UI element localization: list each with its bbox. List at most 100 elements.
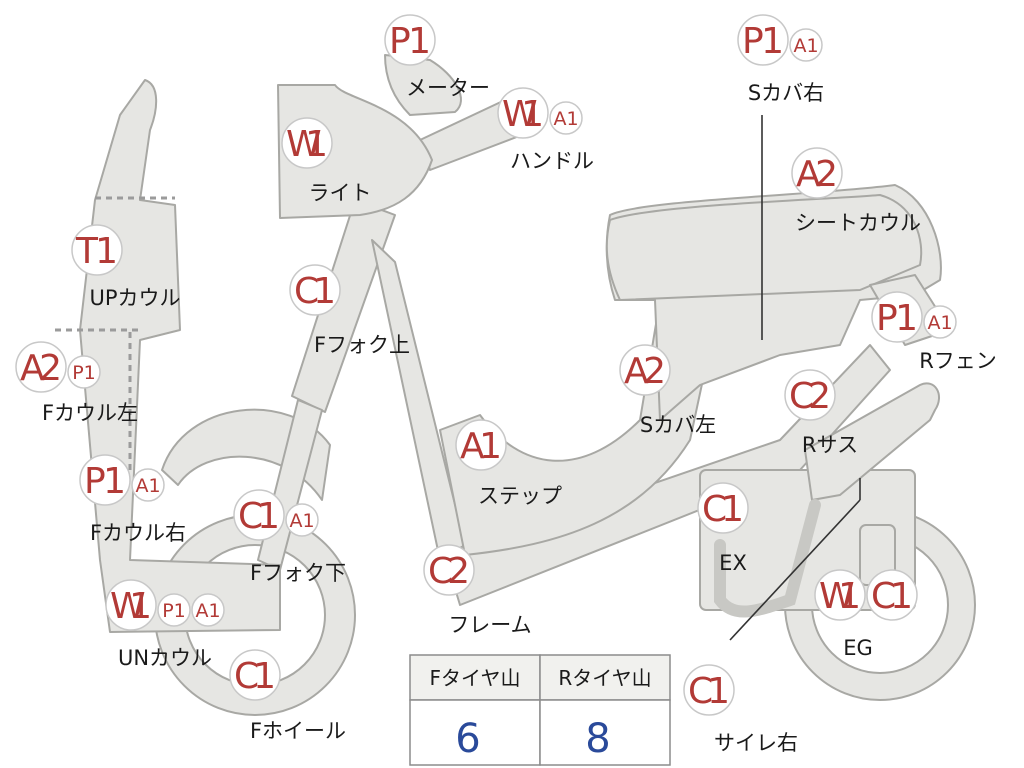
damage-code-p1: P1	[742, 21, 784, 62]
damage-code-a2: A2	[796, 154, 838, 195]
damage-code-c1: C1	[238, 496, 280, 537]
damage-code-a1: A1	[195, 600, 220, 622]
damage-code-a1: A1	[289, 510, 314, 532]
damage-code-w1: W1	[286, 124, 328, 165]
code-bubble	[67, 355, 101, 389]
code-bubble	[683, 664, 735, 716]
part-label-f-cowl-left: Fカウル左	[42, 401, 138, 425]
exhaust-pipe	[714, 499, 821, 618]
f-tire-value: 6	[455, 716, 480, 762]
code-bubble	[79, 454, 131, 506]
code-bubble	[281, 117, 333, 169]
part-label-s-cover-right: Sカバ右	[748, 81, 824, 105]
damage-code-a2: A2	[20, 348, 62, 389]
damage-code-a1: A1	[460, 426, 502, 467]
part-label-f-fork-lower: Fフォク下	[250, 561, 346, 585]
damage-code-c1: C1	[702, 489, 744, 530]
damage-code-w1: W1	[110, 586, 152, 627]
frame-lower-rail	[444, 344, 891, 606]
leader-lines	[729, 115, 861, 641]
code-bubble	[737, 14, 789, 66]
damage-code-a2: A2	[624, 351, 666, 392]
callout-silencer-right: C1 サイレ右	[683, 664, 798, 755]
f-tire-header: Fタイヤ山	[430, 666, 521, 690]
code-bubble	[866, 569, 918, 621]
scooter-silhouette	[55, 54, 976, 716]
code-bubble	[923, 305, 957, 339]
damage-code-c1: C1	[234, 656, 276, 697]
part-label-r-suspension: Rサス	[802, 433, 858, 457]
r-tire-header: Rタイヤ山	[558, 666, 651, 690]
damage-code-w1: W1	[502, 94, 544, 135]
front-cowl	[79, 79, 281, 633]
code-bubble	[549, 101, 583, 135]
code-bubble	[105, 579, 157, 631]
code-bubble	[497, 87, 549, 139]
part-label-seat-cowl: シートカウル	[795, 211, 921, 235]
part-label-silencer-right: サイレ右	[714, 731, 798, 755]
part-label-step: ステップ	[478, 484, 562, 508]
code-bubble	[157, 593, 191, 627]
part-label-f-wheel: Fホイール	[250, 719, 346, 743]
r-tire-value: 8	[585, 716, 610, 762]
code-bubble	[455, 419, 507, 471]
tire-table-header-cell	[539, 654, 671, 701]
part-label-engine: EG	[843, 636, 873, 660]
code-bubble	[697, 482, 749, 534]
part-label-un-cowl: UNカウル	[118, 646, 212, 670]
damage-code-t1: T1	[75, 231, 118, 272]
damage-code-a1: A1	[135, 475, 160, 497]
silencer	[804, 382, 940, 501]
damage-code-p1: P1	[876, 298, 918, 339]
code-bubble	[423, 544, 475, 596]
seat	[605, 194, 923, 301]
damage-code-c2: C2	[789, 376, 831, 417]
code-bubble	[233, 489, 285, 541]
damage-code-c1: C1	[688, 671, 730, 712]
damage-code-c1: C1	[871, 576, 913, 617]
part-label-light: ライト	[309, 181, 372, 205]
code-bubble	[789, 28, 823, 62]
part-label-frame: フレーム	[448, 613, 531, 637]
code-bubble	[871, 291, 923, 343]
callout-light: W1 ライト	[281, 117, 372, 205]
damage-code-p1: P1	[162, 600, 186, 622]
damage-code-p1: P1	[72, 362, 96, 384]
code-bubble	[784, 369, 836, 421]
callout-seat-cowl: A2 シートカウル	[791, 147, 921, 235]
headlight-housing	[277, 84, 433, 219]
code-bubble	[229, 649, 281, 701]
part-label-handle: ハンドル	[510, 149, 594, 173]
part-label-r-fender: Rフェン	[919, 349, 997, 373]
code-bubble	[71, 224, 123, 276]
code-bubble	[15, 341, 67, 393]
code-bubble	[289, 264, 341, 316]
damage-code-w1: W1	[819, 576, 861, 617]
part-label-f-fork-upper: Fフォク上	[314, 333, 410, 357]
frame-down-tube	[371, 239, 466, 561]
tire-tread-table: Fタイヤ山 Rタイヤ山 6 8	[409, 654, 671, 766]
part-label-f-cowl-right: Fカウル右	[90, 521, 186, 545]
front-fender	[161, 408, 331, 501]
code-bubble	[131, 468, 165, 502]
code-bubble	[814, 569, 866, 621]
